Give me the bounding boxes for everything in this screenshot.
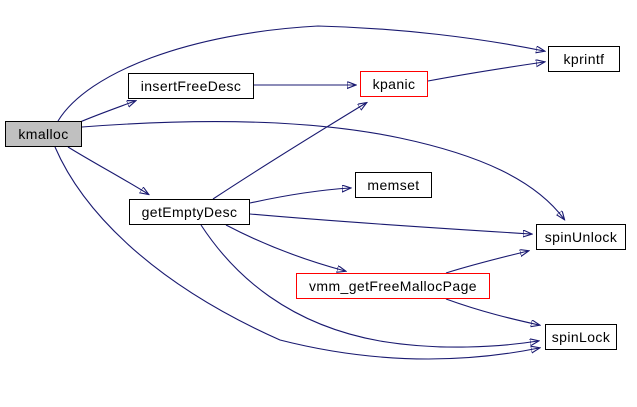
edge-kmalloc-kprintf [57,25,544,122]
node-spinUnlock[interactable]: spinUnlock [536,224,626,250]
node-kprintf[interactable]: kprintf [548,46,620,72]
node-kmalloc[interactable]: kmalloc [5,121,82,147]
node-memset[interactable]: memset [355,172,432,198]
node-insertFreeDesc[interactable]: insertFreeDesc [128,73,254,99]
edge-getEmptyDesc-memset [249,188,350,204]
edge-kmalloc-spinLock [54,146,539,360]
node-kpanic[interactable]: kpanic [360,71,428,97]
edge-getEmptyDesc-spinUnlock [249,213,531,234]
edge-kpanic-kprintf [427,62,544,82]
node-spinLock[interactable]: spinLock [545,324,617,350]
edge-getEmptyDesc-spinLock [200,224,538,348]
edge-getEmptyDesc-vmm_getFreeMallocPage [225,224,345,271]
edge-kmalloc-insertFreeDesc [79,101,135,123]
edge-kmalloc-spinUnlock [81,120,564,219]
node-getEmptyDesc[interactable]: getEmptyDesc [129,199,250,225]
edge-vmm_getFreeMallocPage-spinUnlock [445,251,528,274]
edge-kmalloc-getEmptyDesc [67,146,148,194]
edge-vmm_getFreeMallocPage-spinLock [445,298,539,325]
edge-getEmptyDesc-kpanic [212,103,366,200]
node-vmm_getFreeMallocPage[interactable]: vmm_getFreeMallocPage [296,273,490,299]
